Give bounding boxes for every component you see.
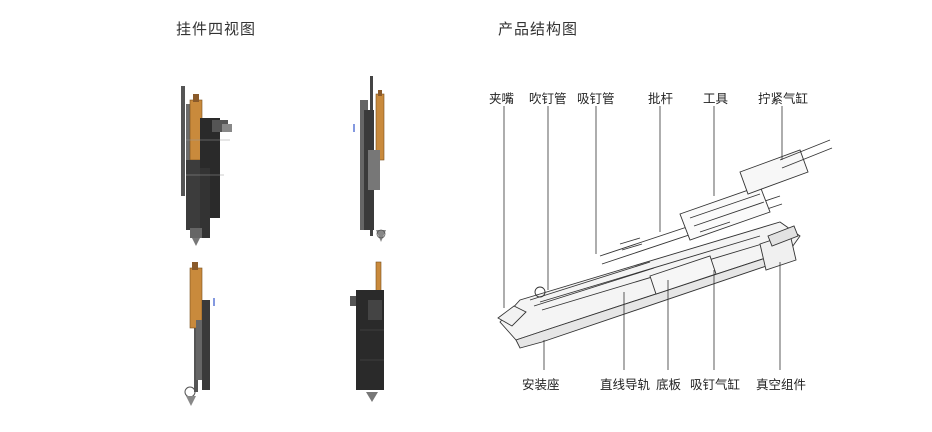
label-suction-tube: 吸钉管 <box>577 91 615 106</box>
label-screwdriver-bit: 批杆 <box>648 91 674 106</box>
view-front <box>181 86 232 246</box>
label-blow-tube: 吹钉管 <box>529 91 567 106</box>
four-view-title: 挂件四视图 <box>176 20 257 38</box>
label-base-plate: 底板 <box>656 377 682 392</box>
assembly-drawing <box>497 139 833 349</box>
leader-lines <box>503 106 783 370</box>
view-side <box>353 76 386 242</box>
label-suction-cylinder: 吸钉气缸 <box>690 377 741 392</box>
view-top <box>350 261 384 402</box>
label-tightening-cylinder: 拧紧气缸 <box>758 91 809 106</box>
label-vacuum-assembly: 真空组件 <box>756 377 807 392</box>
label-linear-rail: 直线导轨 <box>600 377 651 392</box>
structure-title: 产品结构图 <box>498 20 579 38</box>
label-tool: 工具 <box>703 91 729 106</box>
view-rear <box>184 262 215 406</box>
label-mount-seat: 安装座 <box>522 377 560 392</box>
label-clamp-nozzle: 夹嘴 <box>489 91 515 106</box>
